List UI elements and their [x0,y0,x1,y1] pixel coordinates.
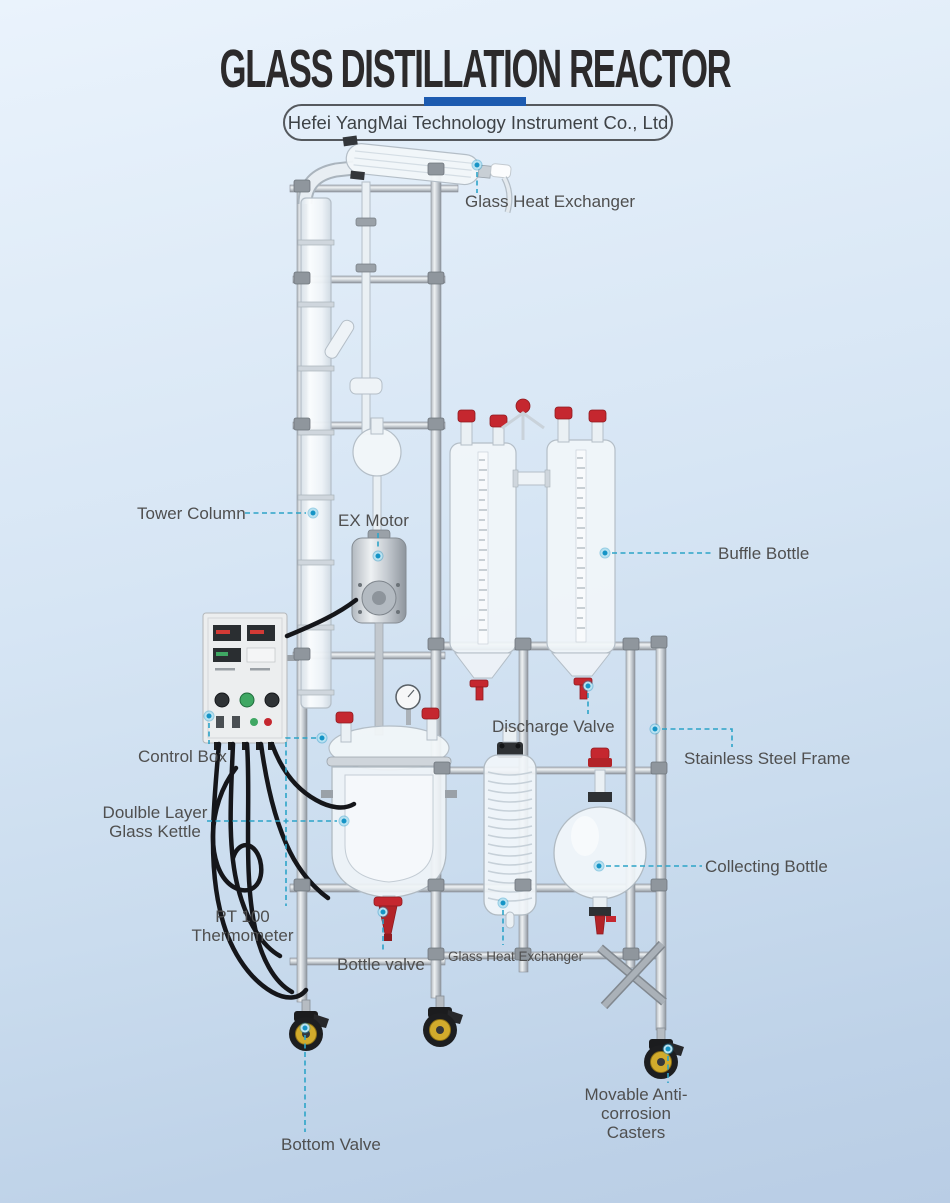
label-bottle-valve: Bottle valve [337,955,425,974]
callout-dot-tower-column [308,508,318,518]
label-tower-column: Tower Column [137,504,246,523]
callout-dot-discharge-valve [583,681,593,691]
tower-column-glass [297,160,355,709]
glass-heat-exchanger-bottom-part [483,727,537,929]
company-name: Hefei YangMai Technology Instrument Co.,… [287,111,669,133]
callout-dot-buffle-bottle [600,548,610,558]
callout-dot-glass-heat-exchanger-top [472,160,482,170]
casters [289,995,684,1079]
label-discharge-valve: Discharge Valve [492,717,615,736]
label-collecting-bottle: Collecting Bottle [705,857,828,876]
ex-motor-part [351,529,407,736]
callout-dot-collecting-bottle [594,861,604,871]
page-title: GLASS DISTILLATION REACTOR [219,39,732,99]
label-movable-casters: Movable Anti-corrosion Casters [584,1085,688,1142]
label-glass-heat-exchanger-bottom: Glass Heat Exchanger [448,949,584,964]
callout-dot-control-box [204,711,214,721]
company-badge: Hefei YangMai Technology Instrument Co.,… [283,104,673,141]
label-glass-heat-exchanger-top: Glass Heat Exchanger [465,192,636,211]
label-buffle-bottle: Buffle Bottle [718,544,810,563]
label-glass-kettle: Doulble Layer Glass Kettle [102,803,208,841]
frame-clamps [293,162,668,961]
control-box-part [202,612,299,750]
callout-dot-ex-motor [373,551,383,561]
callout-dot-pt100 [317,733,327,743]
label-stainless-steel-frame: Stainless Steel Frame [684,749,851,768]
callout-line-stainless-steel-frame [662,728,733,747]
stainless-steel-frame [289,167,667,1031]
callout-dot-movable-casters [663,1044,673,1054]
callout-line-pt100 [285,737,316,906]
label-ex-motor: EX Motor [338,511,409,530]
callout-dot-glass-heat-exchanger-bottom [498,898,508,908]
label-pt100: PT 100 Thermometer [191,907,294,945]
callout-dot-glass-kettle [339,816,349,826]
glass-kettle-part [321,684,457,941]
callout-dot-stainless-steel-frame [650,724,660,734]
callout-dot-bottle-valve [378,907,388,917]
distillate-line [324,181,402,539]
label-control-box: Control Box [138,747,227,766]
collecting-bottle-part [553,747,647,935]
buffle-bottles [449,398,616,701]
callout-dot-bottom-valve [300,1023,310,1033]
label-bottom-valve: Bottom Valve [281,1135,381,1154]
accent-bar [424,97,526,106]
